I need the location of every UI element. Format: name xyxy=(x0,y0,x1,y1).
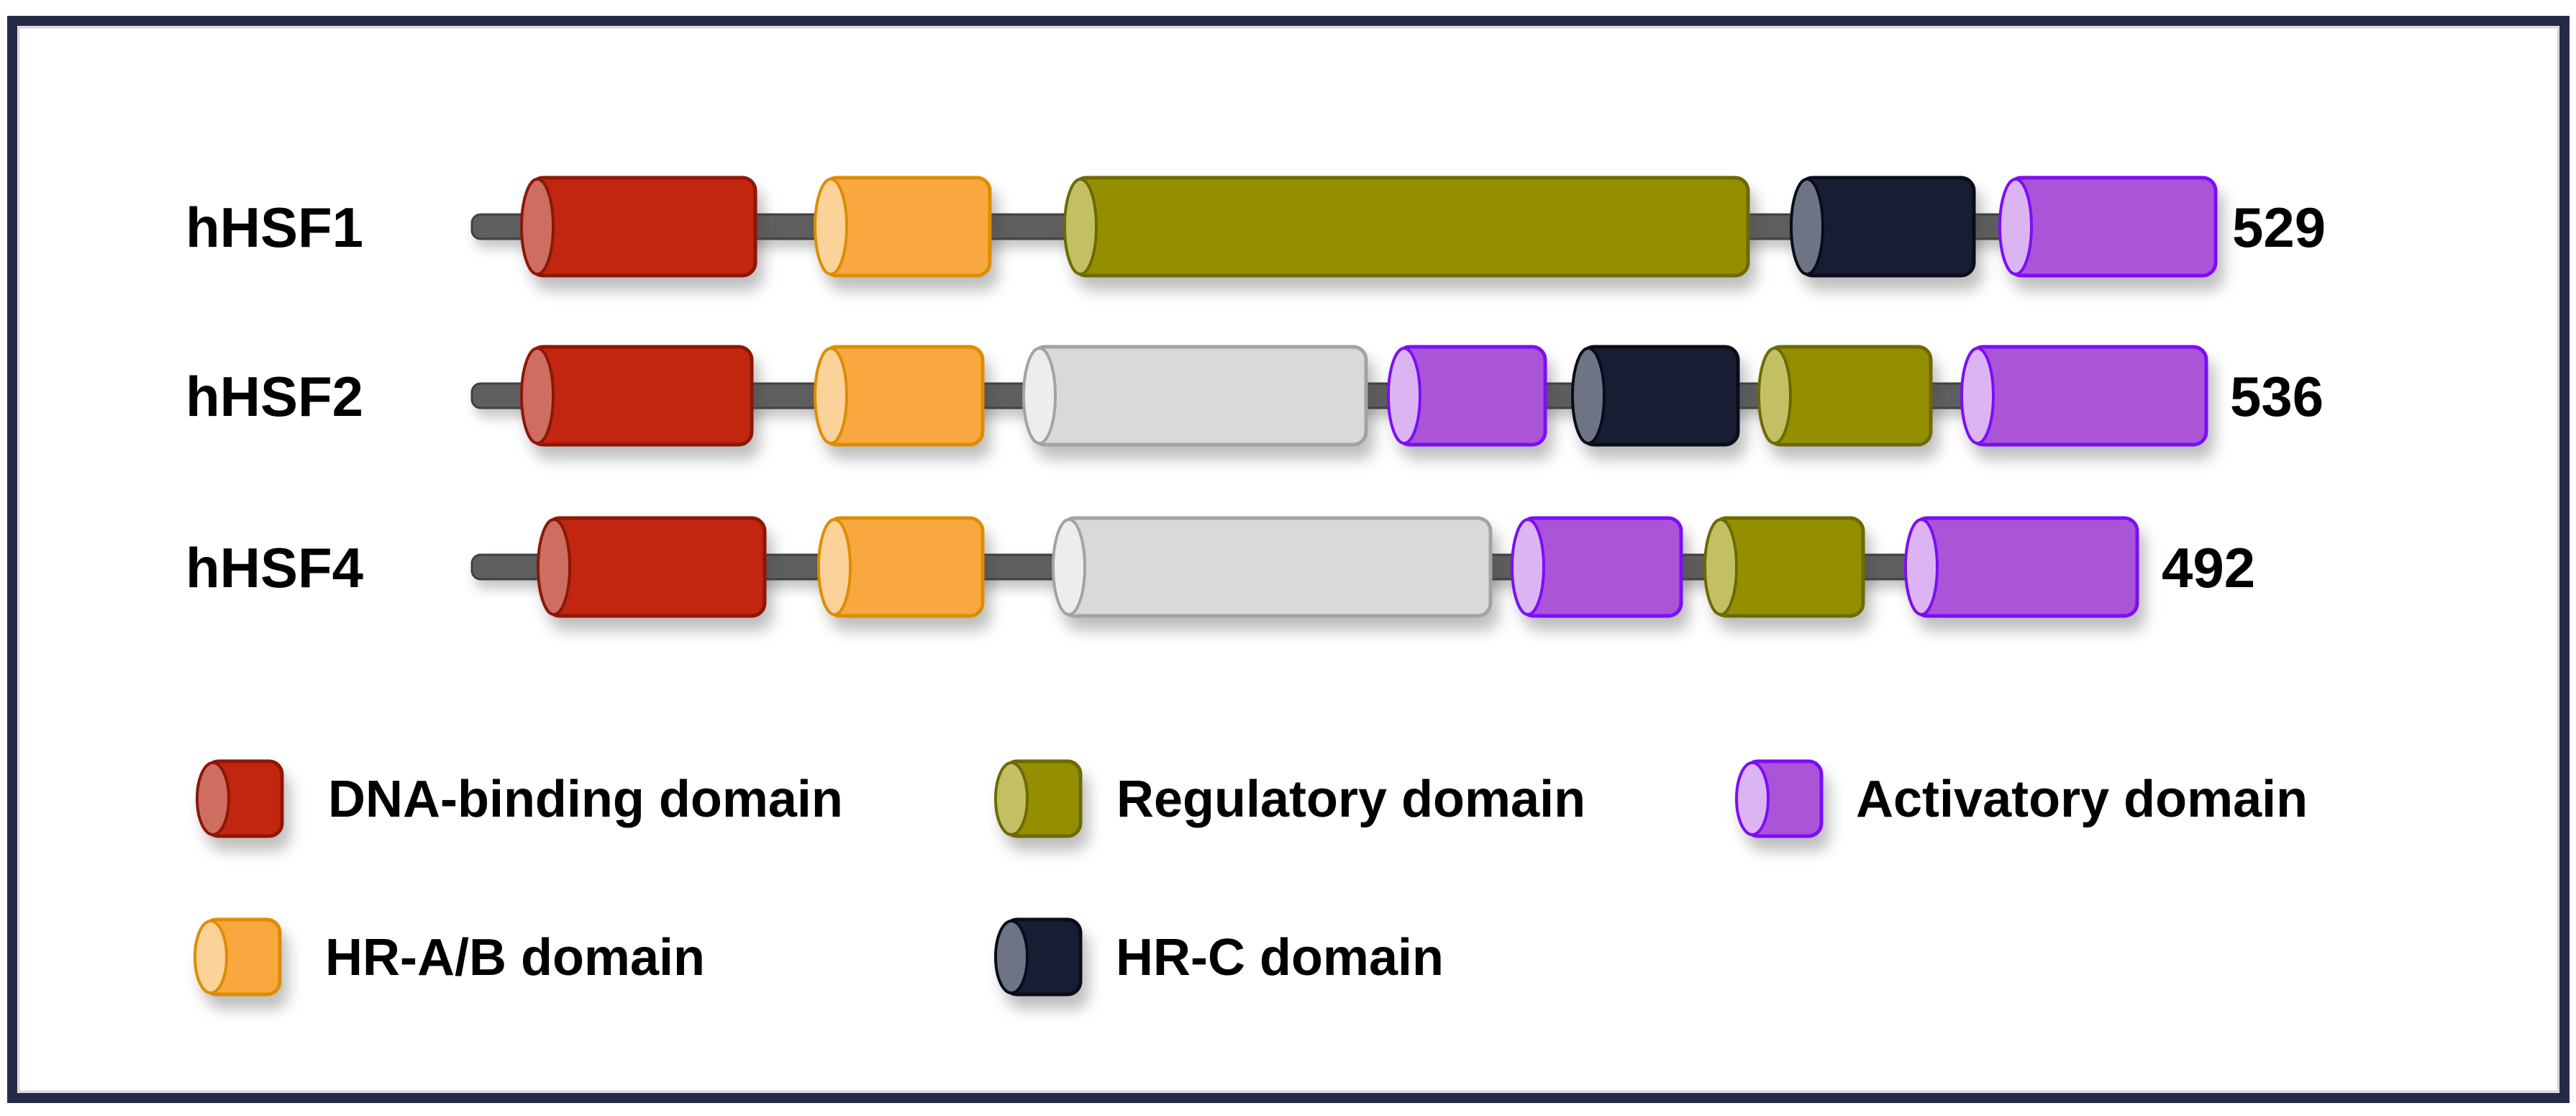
protein-row-hhsf2: hHSF2 536 xyxy=(186,345,2324,447)
protein-name-label: hHSF2 xyxy=(186,365,363,428)
domain-cylinder-activatory xyxy=(1960,345,2208,447)
protein-length-label: 492 xyxy=(2162,536,2255,599)
domain-cylinder-linker-body xyxy=(1060,516,1493,618)
domain-cylinder-dna-binding xyxy=(537,516,767,618)
domain-cylinder-activatory xyxy=(1511,516,1683,618)
domain-cylinder-hr-ab xyxy=(817,516,985,618)
domain-cylinder-regulatory-cap xyxy=(1703,518,1738,616)
domain-cylinder-linker xyxy=(1022,345,1368,447)
legend-item-hr-ab: HR-A/B domain xyxy=(194,917,705,997)
domain-cylinder-activatory-cap xyxy=(1960,347,1995,445)
legend-label-hr-c: HR-C domain xyxy=(1116,929,1444,986)
domain-cylinder-hr-ab-body xyxy=(822,176,992,278)
domain-cylinder-dna-binding-body xyxy=(528,345,754,447)
domain-cylinder-hr-ab-cap xyxy=(817,518,852,616)
domain-cylinder-regulatory xyxy=(1703,516,1865,618)
domain-cylinder-linker xyxy=(1052,516,1493,618)
domain-cylinder-activatory xyxy=(1904,516,2139,618)
legend-cylinder-hr-c xyxy=(994,917,1083,997)
domain-cylinder-regulatory-cap xyxy=(1757,347,1792,445)
legend-item-regulatory: Regulatory domain xyxy=(994,759,1585,838)
domain-cylinder-hr-c-cap xyxy=(1790,178,1824,276)
domain-cylinder-hr-c-cap xyxy=(1571,347,1606,445)
domain-cylinder-regulatory-body xyxy=(1071,176,1750,278)
domain-cylinder-activatory-cap xyxy=(1511,518,1545,616)
protein-length-label: 536 xyxy=(2230,365,2324,428)
legend-label-dna-binding: DNA-binding domain xyxy=(328,771,843,828)
domain-cylinder-dna-binding xyxy=(520,345,754,447)
domain-cylinder-activatory xyxy=(1387,345,1547,447)
legend-label-activatory: Activatory domain xyxy=(1856,771,2308,828)
domain-cylinder-activatory xyxy=(1998,176,2218,278)
legend-cylinder-regulatory-cap xyxy=(994,761,1029,836)
domain-cylinder-regulatory xyxy=(1063,176,1750,278)
domain-cylinder-dna-binding-cap xyxy=(520,347,555,445)
domain-cylinder-linker-body xyxy=(1030,345,1368,447)
domain-cylinder-activatory-cap xyxy=(1387,347,1421,445)
domain-cylinder-regulatory-body xyxy=(1765,345,1933,447)
domain-cylinder-dna-binding-cap xyxy=(520,178,555,276)
legend-label-hr-ab: HR-A/B domain xyxy=(325,929,705,986)
domain-cylinder-activatory-cap xyxy=(1904,518,1939,616)
domain-cylinder-dna-binding-body xyxy=(528,176,757,278)
domain-cylinder-activatory-body xyxy=(2006,176,2218,278)
legend-cylinder-dna-binding xyxy=(196,759,284,838)
domain-cylinder-hr-ab xyxy=(814,176,992,278)
domain-cylinder-hr-ab-cap xyxy=(814,347,848,445)
domain-cylinder-hr-c-body xyxy=(1798,176,1976,278)
legend-cylinder-dna-binding-cap xyxy=(196,761,230,836)
domain-cylinder-dna-binding xyxy=(520,176,757,278)
domain-cylinder-activatory-body xyxy=(1968,345,2208,447)
legend-cylinder-hr-c-cap xyxy=(994,920,1029,994)
figure-frame-inner-line xyxy=(17,26,2559,1093)
legend-cylinder-hr-ab-cap xyxy=(194,920,228,994)
legend-cylinder-activatory xyxy=(1735,759,1824,838)
domain-cylinder-activatory-body xyxy=(1912,516,2139,618)
legend-item-activatory: Activatory domain xyxy=(1735,759,2308,838)
domain-cylinder-linker-cap xyxy=(1022,347,1057,445)
legend-label-regulatory: Regulatory domain xyxy=(1116,771,1585,828)
protein-name-label: hHSF1 xyxy=(186,196,363,259)
domain-cylinder-hr-c xyxy=(1790,176,1976,278)
domain-cylinder-hr-c xyxy=(1571,345,1740,447)
domain-cylinder-activatory-cap xyxy=(1998,178,2033,276)
legend: DNA-binding domain Regulatory domain Activ… xyxy=(194,759,2308,997)
protein-row-hhsf1: hHSF1 529 xyxy=(186,176,2326,278)
protein-name-label: hHSF4 xyxy=(186,536,363,599)
domain-cylinder-dna-binding-body xyxy=(545,516,767,618)
domain-cylinder-regulatory xyxy=(1757,345,1933,447)
legend-cylinder-activatory-cap xyxy=(1735,761,1770,836)
domain-cylinder-linker-cap xyxy=(1052,518,1086,616)
figure-frame xyxy=(7,16,2570,1103)
legend-item-hr-c: HR-C domain xyxy=(994,917,1444,997)
domain-cylinder-dna-binding-cap xyxy=(537,518,571,616)
domain-cylinder-hr-ab xyxy=(814,345,985,447)
legend-cylinder-regulatory xyxy=(994,759,1083,838)
legend-cylinder-hr-ab xyxy=(194,917,282,997)
domain-cylinder-regulatory-cap xyxy=(1063,178,1098,276)
protein-row-hhsf4: hHSF4 492 xyxy=(186,516,2255,618)
legend-item-dna-binding: DNA-binding domain xyxy=(196,759,843,838)
domain-cylinder-hr-ab-cap xyxy=(814,178,848,276)
protein-length-label: 529 xyxy=(2232,196,2326,259)
